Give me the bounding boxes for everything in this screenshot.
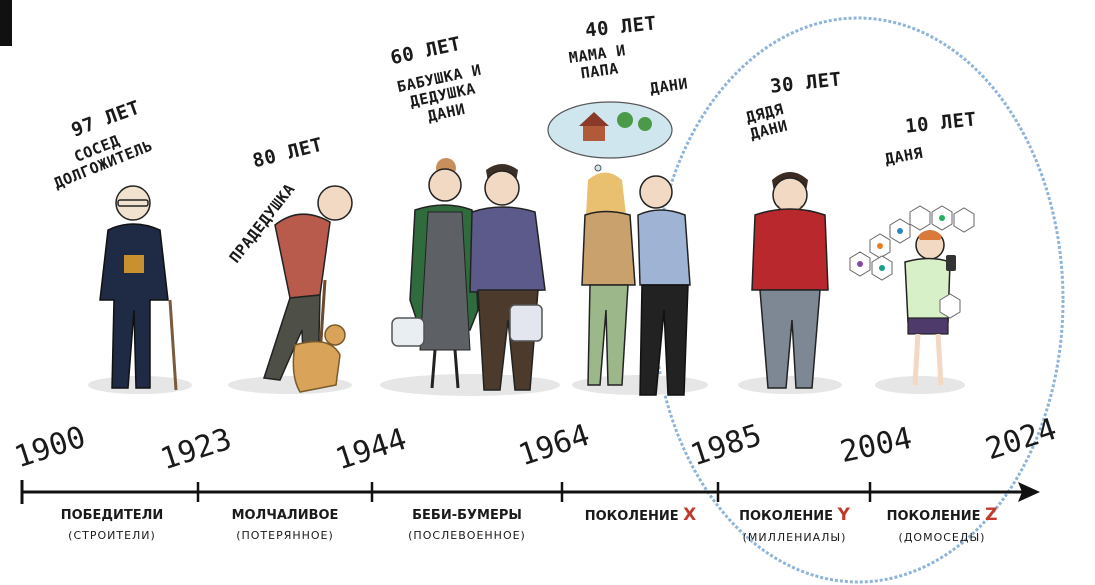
generation-label-6: ПОКОЛЕНИЕ Z (ДОМОСЕДЫ) xyxy=(872,505,1012,544)
highlight-circle xyxy=(651,16,1065,584)
figure-danya xyxy=(849,205,975,386)
generation-letter: X xyxy=(683,505,697,525)
ground-shadow-3 xyxy=(380,374,560,396)
timeline-arrowhead xyxy=(1018,482,1040,502)
ground-shadow-6 xyxy=(875,376,965,394)
figure-veteran xyxy=(99,185,178,391)
generation-subtitle: (ДОМОСЕДЫ) xyxy=(898,531,986,544)
ground-shadow-5 xyxy=(738,376,842,394)
figure-grandma xyxy=(391,158,479,389)
generation-name: МОЛЧАЛИВОЕ xyxy=(231,508,339,523)
generation-name: БЕБИ-БУМЕРЫ xyxy=(412,508,522,523)
generation-name: ПОКОЛЕНИЕ xyxy=(584,509,679,524)
generation-letter: Z xyxy=(985,505,998,525)
generation-label-3: БЕБИ-БУМЕРЫ (ПОСЛЕВОЕННОЕ) xyxy=(382,508,552,542)
generation-label-4: ПОКОЛЕНИЕ X xyxy=(568,505,713,525)
generation-name: ПОБЕДИТЕЛИ xyxy=(60,508,164,523)
generation-subtitle: (ПОТЕРЯННОЕ) xyxy=(236,529,334,542)
thought-bubble xyxy=(547,101,673,181)
generation-label-1: ПОБЕДИТЕЛИ (СТРОИТЕЛИ) xyxy=(32,508,192,542)
figure-uncle xyxy=(751,172,829,389)
corner-mark xyxy=(0,0,12,46)
generation-label-5: ПОКОЛЕНИЕ Y (МИЛЛЕНИАЛЫ) xyxy=(722,505,867,544)
generation-name: ПОКОЛЕНИЕ xyxy=(739,509,834,524)
generation-subtitle: (СТРОИТЕЛИ) xyxy=(68,529,156,542)
generation-name: ПОКОЛЕНИЕ xyxy=(886,509,981,524)
generation-subtitle: (МИЛЛЕНИАЛЫ) xyxy=(742,531,847,544)
figure-dad xyxy=(637,175,691,396)
generation-letter: Y xyxy=(837,505,850,525)
figure-great-grandpa xyxy=(263,185,353,393)
generation-label-2: МОЛЧАЛИВОЕ (ПОТЕРЯННОЕ) xyxy=(205,508,365,542)
figure-grandpa xyxy=(469,164,546,391)
generation-subtitle: (ПОСЛЕВОЕННОЕ) xyxy=(408,529,526,542)
figure-mom xyxy=(581,172,636,386)
